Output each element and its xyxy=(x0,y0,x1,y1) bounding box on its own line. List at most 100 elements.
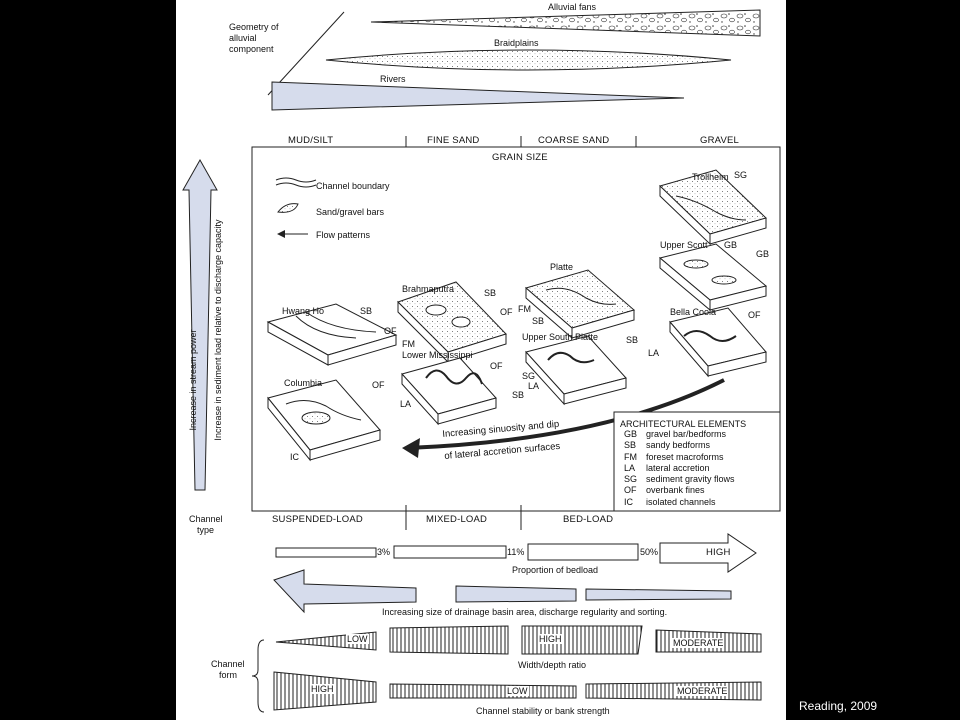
river-brahmaputra: Brahmaputra xyxy=(402,284,455,294)
tag-brahma-sb: SB xyxy=(484,288,497,298)
alluvial-fans-wedge xyxy=(370,9,761,37)
channel-type-mixed: MIXED-LOAD xyxy=(426,514,488,525)
bedload-bar-3 xyxy=(527,543,639,561)
tag-usp-la: LA xyxy=(528,381,540,391)
wd-mid-bar xyxy=(389,625,509,655)
alluvial-fans-label: Alluvial fans xyxy=(548,2,597,12)
drainage-arrow xyxy=(273,569,417,614)
arch-code: LA xyxy=(624,462,636,473)
grain-col-coarse-sand: COARSE SAND xyxy=(538,135,610,146)
stab-low: LOW xyxy=(506,686,529,696)
drainage-label: Increasing size of drainage basin area, … xyxy=(382,607,668,617)
tag-scott-gb-2: GB xyxy=(756,249,770,259)
arch-code: FM xyxy=(624,451,637,462)
diagram-drawing xyxy=(182,9,781,713)
geometry-diagonal-line xyxy=(267,11,345,96)
bedload-high: HIGH xyxy=(706,547,731,558)
block-lower-mississippi xyxy=(401,357,497,426)
arch-item: IC isolated channels xyxy=(624,497,735,508)
geometry-label-3: component xyxy=(229,44,274,54)
bedload-pct-3: 3% xyxy=(377,547,391,557)
block-trollheim xyxy=(659,169,767,246)
stab-moderate-bar xyxy=(585,681,762,701)
channel-form-label-2: form xyxy=(219,670,237,680)
bedload-bar-2 xyxy=(393,545,507,559)
tag-bella-la: LA xyxy=(648,348,660,358)
grain-size-title: GRAIN SIZE xyxy=(492,152,548,163)
block-upper-scott xyxy=(658,243,768,312)
river-hwang-ho: Hwang Ho xyxy=(282,306,325,316)
axis-sediment-load: Increase in sediment load relative to di… xyxy=(213,219,223,441)
channel-type-label-2: type xyxy=(197,525,215,535)
stab-low-bar xyxy=(389,683,577,699)
geometry-label-1: Geometry of xyxy=(229,22,279,32)
block-columbia xyxy=(267,379,381,462)
arch-desc: sandy bedforms xyxy=(646,440,711,451)
tag-columbia-of: OF xyxy=(372,380,385,390)
legend-flow: Flow patterns xyxy=(316,230,371,240)
arch-desc: overbank fines xyxy=(646,485,705,496)
block-brahmaputra xyxy=(397,281,507,364)
tag-hwang-sb: SB xyxy=(360,306,373,316)
wd-high-bar xyxy=(521,625,643,655)
channel-type-suspended: SUSPENDED-LOAD xyxy=(272,514,363,525)
bedload-bar-1 xyxy=(275,547,377,558)
arch-desc: sediment gravity flows xyxy=(646,474,735,485)
axis-stream-power: Increase in stream power xyxy=(188,329,198,431)
arch-desc: isolated channels xyxy=(646,496,716,507)
arch-desc: lateral accretion xyxy=(646,462,710,473)
grain-col-gravel: GRAVEL xyxy=(700,135,740,146)
tag-usp-sb: SB xyxy=(626,335,639,345)
arch-item: FM foreset macroforms xyxy=(624,452,735,463)
block-hwang-ho xyxy=(266,303,398,366)
bedload-pct-50: 50% xyxy=(640,547,659,557)
arch-desc: foreset macroforms xyxy=(646,451,724,462)
stab-high: HIGH xyxy=(310,684,335,694)
arch-elements-title: ARCHITECTURAL ELEMENTS xyxy=(620,419,747,429)
rivers-label: Rivers xyxy=(380,74,406,84)
arch-code: GB xyxy=(624,429,638,439)
tag-scott-gb-1: GB xyxy=(724,240,738,250)
tag-brahma-of: OF xyxy=(500,307,513,317)
tag-mississippi-sb: SB xyxy=(512,390,525,400)
river-columbia: Columbia xyxy=(284,378,323,388)
tag-bella-of: OF xyxy=(748,310,761,320)
channel-form-bracket xyxy=(251,639,265,713)
arch-item: LA lateral accretion xyxy=(624,463,735,474)
geometry-label-2: alluvial xyxy=(229,33,257,43)
channel-type-bed: BED-LOAD xyxy=(563,514,614,525)
arch-desc: gravel bar/bedforms xyxy=(646,429,727,439)
tag-trollheim-sg: SG xyxy=(734,170,748,180)
arch-code: IC xyxy=(624,496,633,507)
river-lower-mississippi: Lower Mississippi xyxy=(402,350,473,360)
stab-moderate: MODERATE xyxy=(676,686,729,696)
tag-platte-fm: FM xyxy=(518,304,531,314)
grain-col-mud-silt: MUD/SILT xyxy=(288,135,334,146)
river-bella-coola: Bella Coola xyxy=(670,307,717,317)
stab-label: Channel stability or bank strength xyxy=(476,706,610,716)
river-upper-south-platte: Upper South Platte xyxy=(522,332,599,342)
block-upper-south-platte xyxy=(525,335,627,406)
wd-moderate: MODERATE xyxy=(672,638,725,648)
tag-usp-sg: SG xyxy=(522,371,536,381)
main-frame xyxy=(251,146,781,512)
block-platte xyxy=(524,269,636,340)
tag-columbia-ic: IC xyxy=(290,452,299,462)
arch-code: SG xyxy=(624,474,638,485)
tag-brahma-fm: FM xyxy=(402,339,415,349)
bedload-high-arrow xyxy=(659,533,757,573)
tag-platte-sb: SB xyxy=(532,316,545,326)
sinuosity-arrow-curve xyxy=(407,378,725,450)
block-bella-coola xyxy=(669,307,767,378)
arch-elements-box xyxy=(613,411,781,512)
river-trollheim: Trollheim xyxy=(692,172,729,182)
legend-bars: Sand/gravel bars xyxy=(316,207,385,217)
tag-mississippi-of: OF xyxy=(490,361,503,371)
rivers-wedge xyxy=(271,81,685,111)
grain-col-fine-sand: FINE SAND xyxy=(427,135,480,146)
wd-low: LOW xyxy=(346,634,369,644)
